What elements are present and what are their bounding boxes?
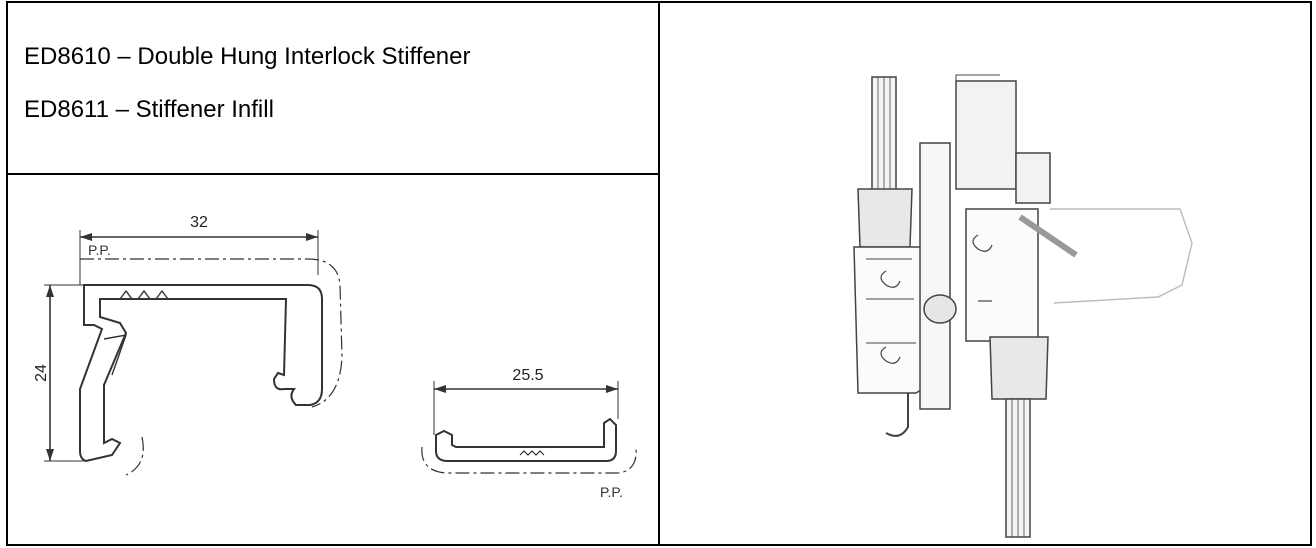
assembly-drawing-cell: [658, 1, 1312, 546]
stiffener-pp-label: P.P.: [88, 242, 111, 258]
infill-pp-outline: [421, 446, 637, 474]
infill-width-dimension-label: 25.5: [512, 367, 543, 384]
infill-pp-label: P.P.: [600, 484, 623, 500]
profile-drawings-cell: 32 24 P.P. 25.5 P.P.: [6, 173, 660, 546]
upper-sash-frame: [853, 246, 927, 394]
upper-glazing-wedge: [857, 188, 913, 248]
height-dimension-label: 24: [33, 364, 50, 382]
sash-lock-keeper: [1015, 152, 1051, 204]
product-title-stiffener: ED8610 – Double Hung Interlock Stiffener: [24, 43, 471, 70]
adjacent-sash-outline: [1050, 208, 1193, 304]
spec-table: ED8610 – Double Hung Interlock Stiffener…: [6, 1, 1312, 546]
infill-profile-drawing: [421, 381, 637, 474]
lower-sash-frame: [965, 208, 1039, 342]
title-cell: ED8610 – Double Hung Interlock Stiffener…: [6, 1, 660, 175]
sash-lock-body: [955, 80, 1017, 190]
lower-glazing-wedge: [989, 336, 1049, 400]
fixing-screw: [1018, 214, 1078, 258]
sash-hook: [885, 393, 909, 437]
profile-drawings: 32 24 P.P. 25.5 P.P.: [33, 214, 637, 500]
interlock-stiffener: [919, 142, 951, 410]
width-dimension-label: 32: [190, 214, 208, 231]
product-title-infill: ED8611 – Stiffener Infill: [24, 96, 274, 123]
assembly-section-drawing: [853, 74, 1193, 538]
interlock-seal: [923, 294, 957, 324]
stiffener-profile-drawing: [44, 230, 343, 476]
pp-outline: [80, 258, 343, 408]
